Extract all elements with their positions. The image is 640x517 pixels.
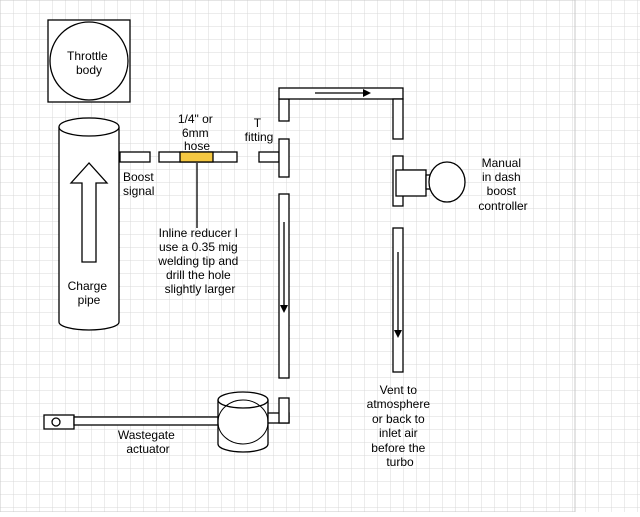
boost-controller-label: Manual in dash boost controller xyxy=(478,156,527,213)
charge-pipe: Charge pipe xyxy=(58,117,120,331)
hose-label: 1/4" or 6mm hose xyxy=(178,112,216,153)
t-fitting-label: T fitting xyxy=(245,116,274,144)
actuator-rod xyxy=(73,416,219,426)
charge-pipe-label: Charge pipe xyxy=(68,279,111,307)
boost-controller xyxy=(392,155,466,207)
wastegate-actuator-label: Wastegate actuator xyxy=(118,428,178,456)
vent-line xyxy=(392,227,404,373)
flow-up-arrow-icon xyxy=(69,162,109,263)
wastegate-actuator xyxy=(43,391,290,453)
boost-signal-label: Boost signal xyxy=(123,170,157,198)
throttle-body: Throttle body xyxy=(47,19,131,103)
inline-reducer-label: Inline reducer I use a 0.35 mig welding … xyxy=(157,226,241,296)
inline-reducer xyxy=(179,151,214,163)
flow-down-arrow-icon xyxy=(394,330,402,338)
actuator-feed-line xyxy=(278,193,290,379)
flow-down-arrow-icon xyxy=(280,305,288,313)
hose-with-reducer xyxy=(158,151,238,228)
vent-label: Vent to atmosphere or back to inlet air … xyxy=(367,383,434,469)
t-fitting xyxy=(258,138,290,178)
controller-feed-line xyxy=(278,87,404,140)
throttle-body-label: Throttle body xyxy=(67,49,111,77)
boost-signal-port xyxy=(119,151,151,163)
flow-right-arrow-icon xyxy=(363,89,371,97)
controller-knob-icon xyxy=(428,161,466,203)
